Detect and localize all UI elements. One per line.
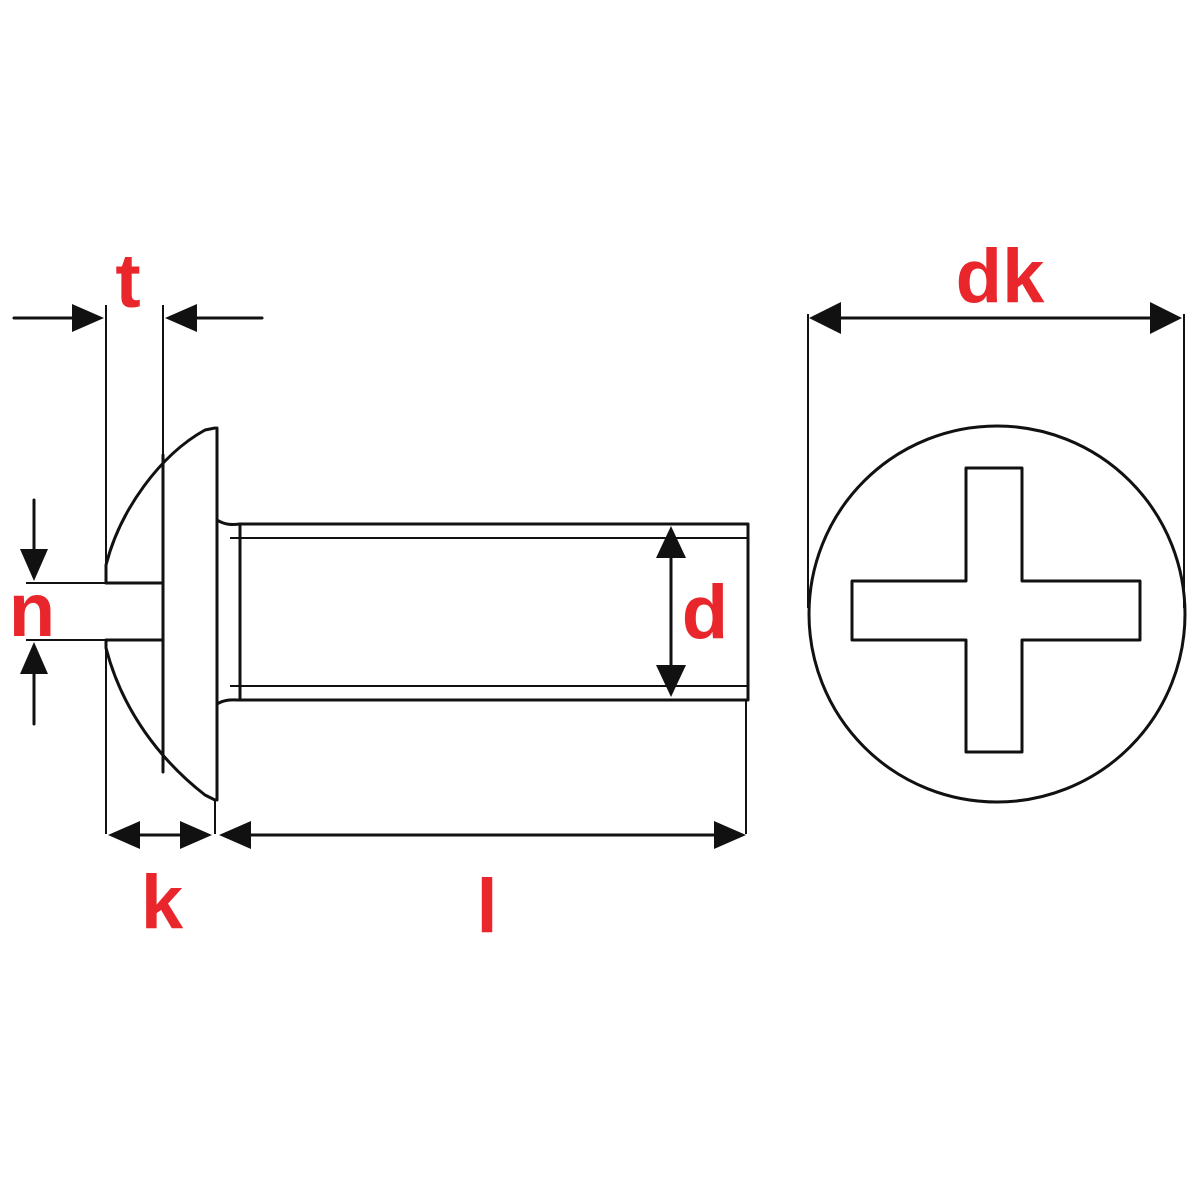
dimension-l: l (219, 700, 747, 949)
head-dome-lower (104, 638, 217, 802)
screw-side-view (104, 426, 750, 802)
label-t: t (115, 239, 140, 324)
dimension-n: n (9, 498, 106, 726)
label-k: k (141, 860, 184, 945)
phillips-cross (850, 466, 1142, 754)
label-dk: dk (956, 234, 1045, 319)
label-l: l (476, 864, 497, 949)
label-d: d (682, 570, 728, 655)
dimension-dk: dk (807, 234, 1185, 608)
dimension-k: k (105, 648, 216, 945)
dimension-d: d (656, 526, 728, 697)
screw-shank (215, 518, 750, 706)
screw-top-view (807, 424, 1187, 804)
dimension-t: t (12, 239, 264, 583)
label-n: n (9, 568, 55, 653)
head-circle (807, 424, 1187, 804)
head-dome-upper (104, 426, 217, 585)
